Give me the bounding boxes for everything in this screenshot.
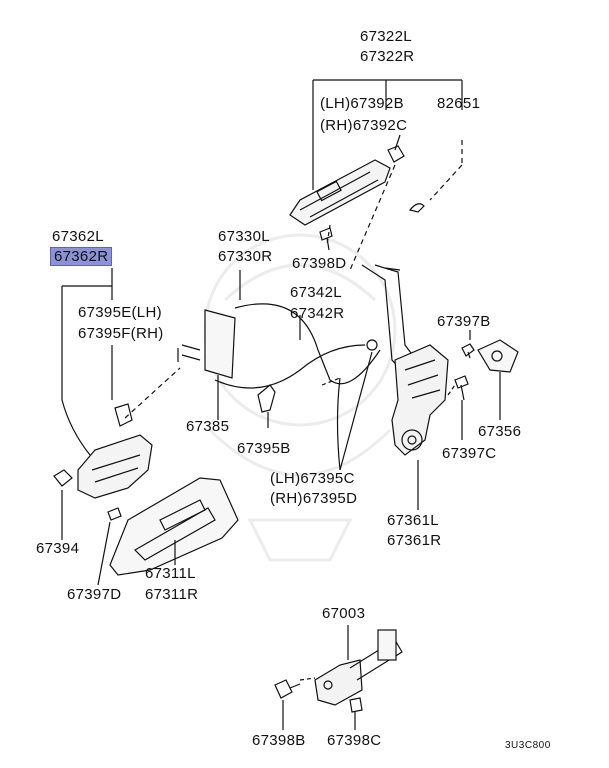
label-67395d: (RH)67395D — [270, 490, 358, 507]
label-67362l: 67362L — [52, 228, 104, 245]
clip-67395e-shape — [114, 403, 133, 427]
rod-67342-shape — [214, 315, 366, 389]
outside-handle-shape — [289, 159, 391, 226]
label-67395f: 67395F(RH) — [78, 325, 164, 342]
label-67356: 67356 — [478, 423, 522, 440]
label-82651: 82651 — [437, 95, 481, 112]
door-checker-shape — [314, 629, 403, 706]
clip-67392-shape — [387, 145, 405, 163]
label-67385: 67385 — [186, 418, 230, 435]
cap-67394-shape — [53, 469, 73, 487]
rod-67330-shape — [234, 270, 381, 385]
label-67395e: 67395E(LH) — [78, 304, 162, 321]
bolt-67398c-shape — [349, 697, 363, 713]
screw-67397d-shape — [107, 507, 122, 521]
label-67362r-selected[interactable]: 67362R — [50, 247, 113, 266]
label-67397b: 67397B — [437, 313, 491, 330]
bolt-67398b-shape — [274, 679, 301, 699]
leader-67322 — [312, 79, 463, 190]
label-67361r: 67361R — [387, 532, 442, 549]
label-67398b: 67398B — [252, 732, 306, 749]
label-67003: 67003 — [322, 605, 366, 622]
door-lock-shape — [366, 339, 449, 456]
label-67322l: 67322L — [360, 28, 412, 45]
label-67330r: 67330R — [218, 248, 273, 265]
screw-67397b-shape — [461, 343, 475, 359]
label-67342r: 67342R — [290, 305, 345, 322]
label-67311l: 67311L — [145, 565, 196, 582]
leader-67395c — [339, 351, 373, 471]
leader-67362 — [61, 268, 113, 456]
label-67322r: 67322R — [360, 48, 415, 65]
label-67397d: 67397D — [67, 586, 122, 603]
clip-82651-shape — [408, 203, 425, 213]
label-67361l: 67361L — [387, 512, 439, 529]
cable-67385-shape — [177, 309, 236, 379]
inner-handle-shape — [77, 434, 153, 499]
label-67392c: (RH)67392C — [320, 117, 408, 134]
label-67395b: 67395B — [237, 440, 291, 457]
label-67330l: 67330L — [218, 228, 270, 245]
label-67398c: 67398C — [327, 732, 382, 749]
label-67311r: 67311R — [145, 586, 199, 603]
label-67398d: 67398D — [292, 255, 347, 272]
diagram-code: 3U3C800 — [505, 740, 551, 751]
screw-67397c-shape — [454, 375, 469, 401]
label-67395c: (LH)67395C — [270, 470, 355, 487]
bezel-67311-shape — [109, 477, 239, 576]
clip-67395b-shape — [257, 384, 276, 413]
label-67392b: (LH)67392B — [320, 95, 404, 112]
bracket-67356-shape — [477, 339, 519, 373]
label-67342l: 67342L — [290, 284, 342, 301]
label-67397c: 67397C — [442, 445, 497, 462]
screw-67398d-shape — [319, 227, 333, 251]
label-67394: 67394 — [36, 540, 80, 557]
